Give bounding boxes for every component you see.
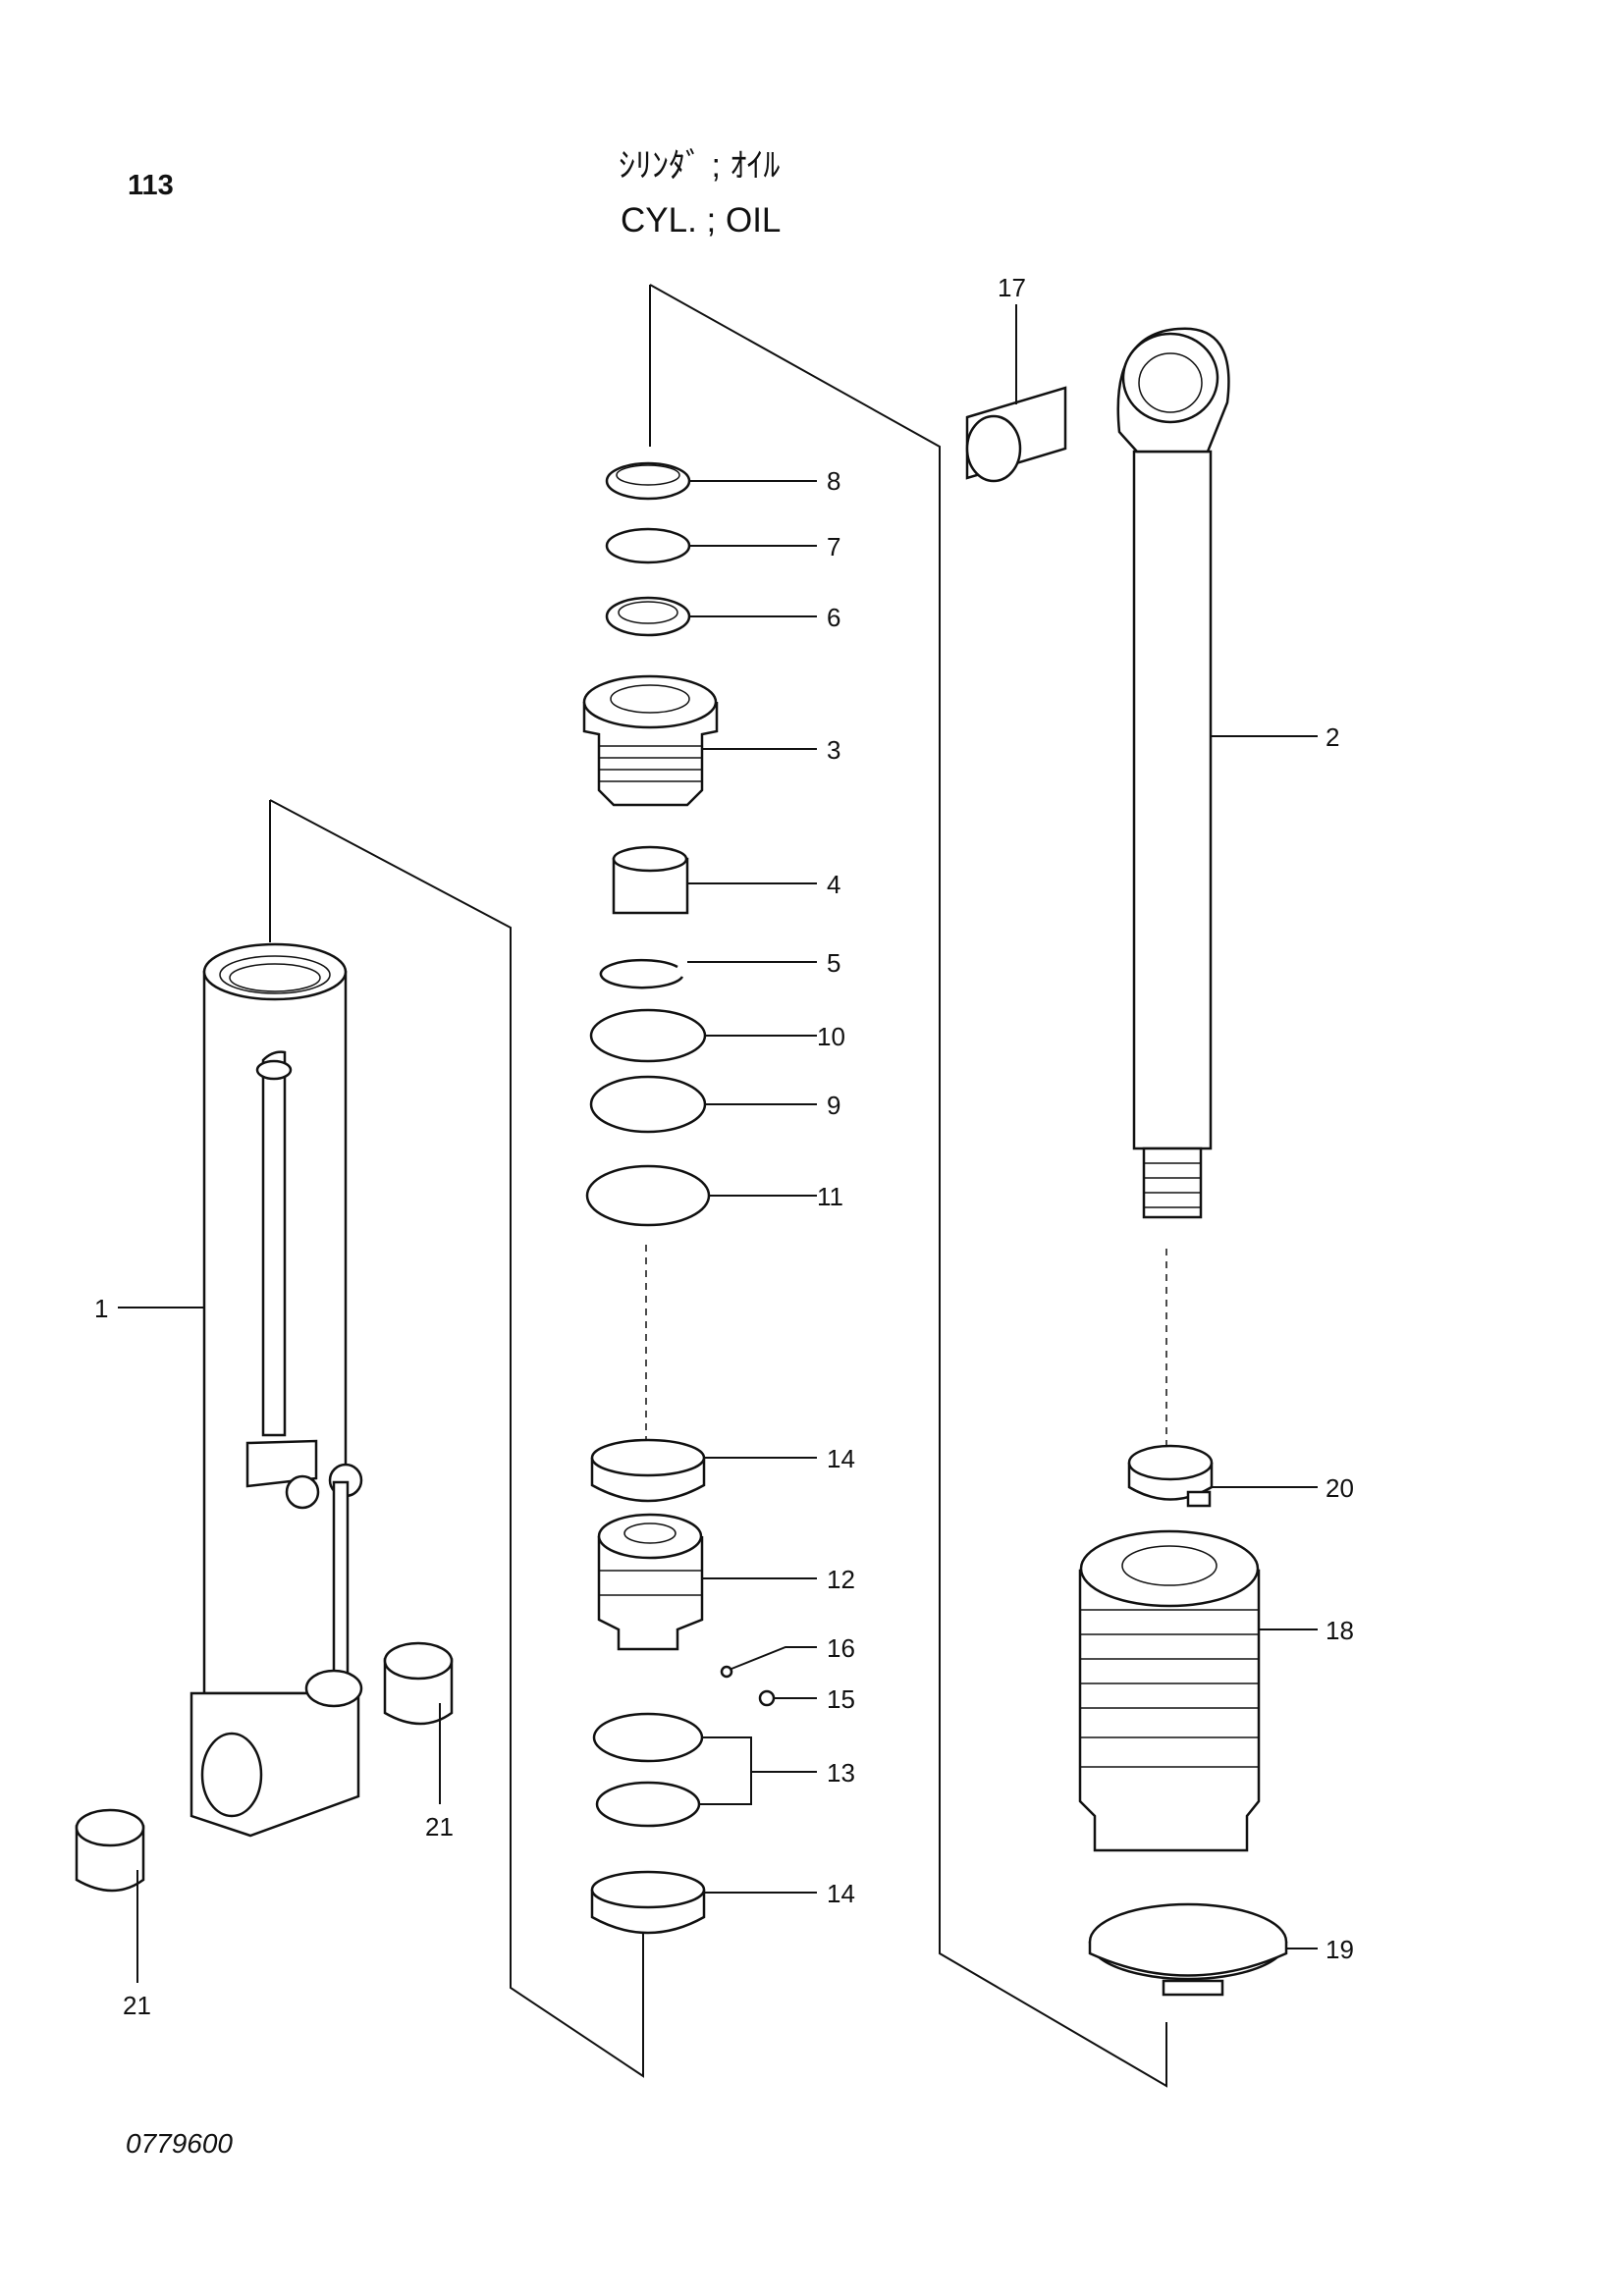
callout-11: 11 xyxy=(817,1182,843,1211)
callout-7: 7 xyxy=(827,532,840,561)
callout-20: 20 xyxy=(1326,1473,1354,1503)
bushing-4 xyxy=(612,845,689,915)
backup-ring-7 xyxy=(605,527,691,564)
page-number: 113 xyxy=(128,170,174,201)
callout-14-lower: 14 xyxy=(827,1879,855,1908)
callout-8: 8 xyxy=(827,466,840,496)
o-ring-10 xyxy=(589,1008,707,1063)
steel-ball-16 xyxy=(720,1665,733,1679)
callout-10: 10 xyxy=(817,1022,845,1051)
callout-19: 19 xyxy=(1326,1935,1354,1964)
o-ring-9 xyxy=(589,1075,707,1134)
piston-rod xyxy=(1116,327,1230,1219)
set-screw-15 xyxy=(758,1689,776,1707)
callout-1: 1 xyxy=(94,1294,108,1323)
callout-12: 12 xyxy=(827,1565,855,1594)
callout-labels: 8 7 6 3 4 5 10 9 11 14 12 16 15 13 14 2 … xyxy=(94,273,1354,2020)
wear-ring-14-lower xyxy=(590,1870,706,1935)
assembly-frame-center xyxy=(649,284,1167,2088)
bushing-17 xyxy=(965,386,1067,483)
callout-21-upper: 21 xyxy=(425,1812,454,1842)
bushing-21-lower xyxy=(75,1808,145,1893)
seal-ring-6 xyxy=(605,596,691,637)
callout-3: 3 xyxy=(827,735,840,765)
band-19 xyxy=(1088,1902,1288,1997)
assembly-frame-left xyxy=(269,799,644,2078)
wear-ring-14-upper xyxy=(590,1438,706,1503)
callout-16: 16 xyxy=(827,1633,855,1663)
callout-9: 9 xyxy=(827,1091,840,1120)
callout-18: 18 xyxy=(1326,1616,1354,1645)
drawing-number: 0779600 xyxy=(126,2128,233,2159)
clamp-20 xyxy=(1127,1444,1214,1508)
piston xyxy=(597,1513,704,1651)
callout-14-upper: 14 xyxy=(827,1444,855,1473)
seal-ring-8 xyxy=(605,461,691,501)
callout-13: 13 xyxy=(827,1758,855,1788)
cylinder-head xyxy=(582,674,719,807)
callout-4: 4 xyxy=(827,870,840,899)
seal-set-13 xyxy=(592,1712,704,1828)
callout-5: 5 xyxy=(827,948,840,978)
cylinder-tube xyxy=(189,942,363,1838)
callout-6: 6 xyxy=(827,603,840,632)
snap-ring-5 xyxy=(599,958,684,989)
callout-15: 15 xyxy=(827,1684,855,1714)
callout-17: 17 xyxy=(998,273,1026,302)
bushing-21-upper xyxy=(383,1641,454,1726)
o-ring-11 xyxy=(585,1164,711,1227)
title-japanese: ｼﾘﾝﾀﾞ ; ｵｲﾙ xyxy=(619,147,780,185)
callout-2: 2 xyxy=(1326,722,1339,752)
dust-boot-18 xyxy=(1078,1529,1261,1852)
callout-21-lower: 21 xyxy=(123,1991,151,2020)
leader-lines xyxy=(118,304,1318,1983)
title-english: CYL. ; OIL xyxy=(621,201,781,240)
